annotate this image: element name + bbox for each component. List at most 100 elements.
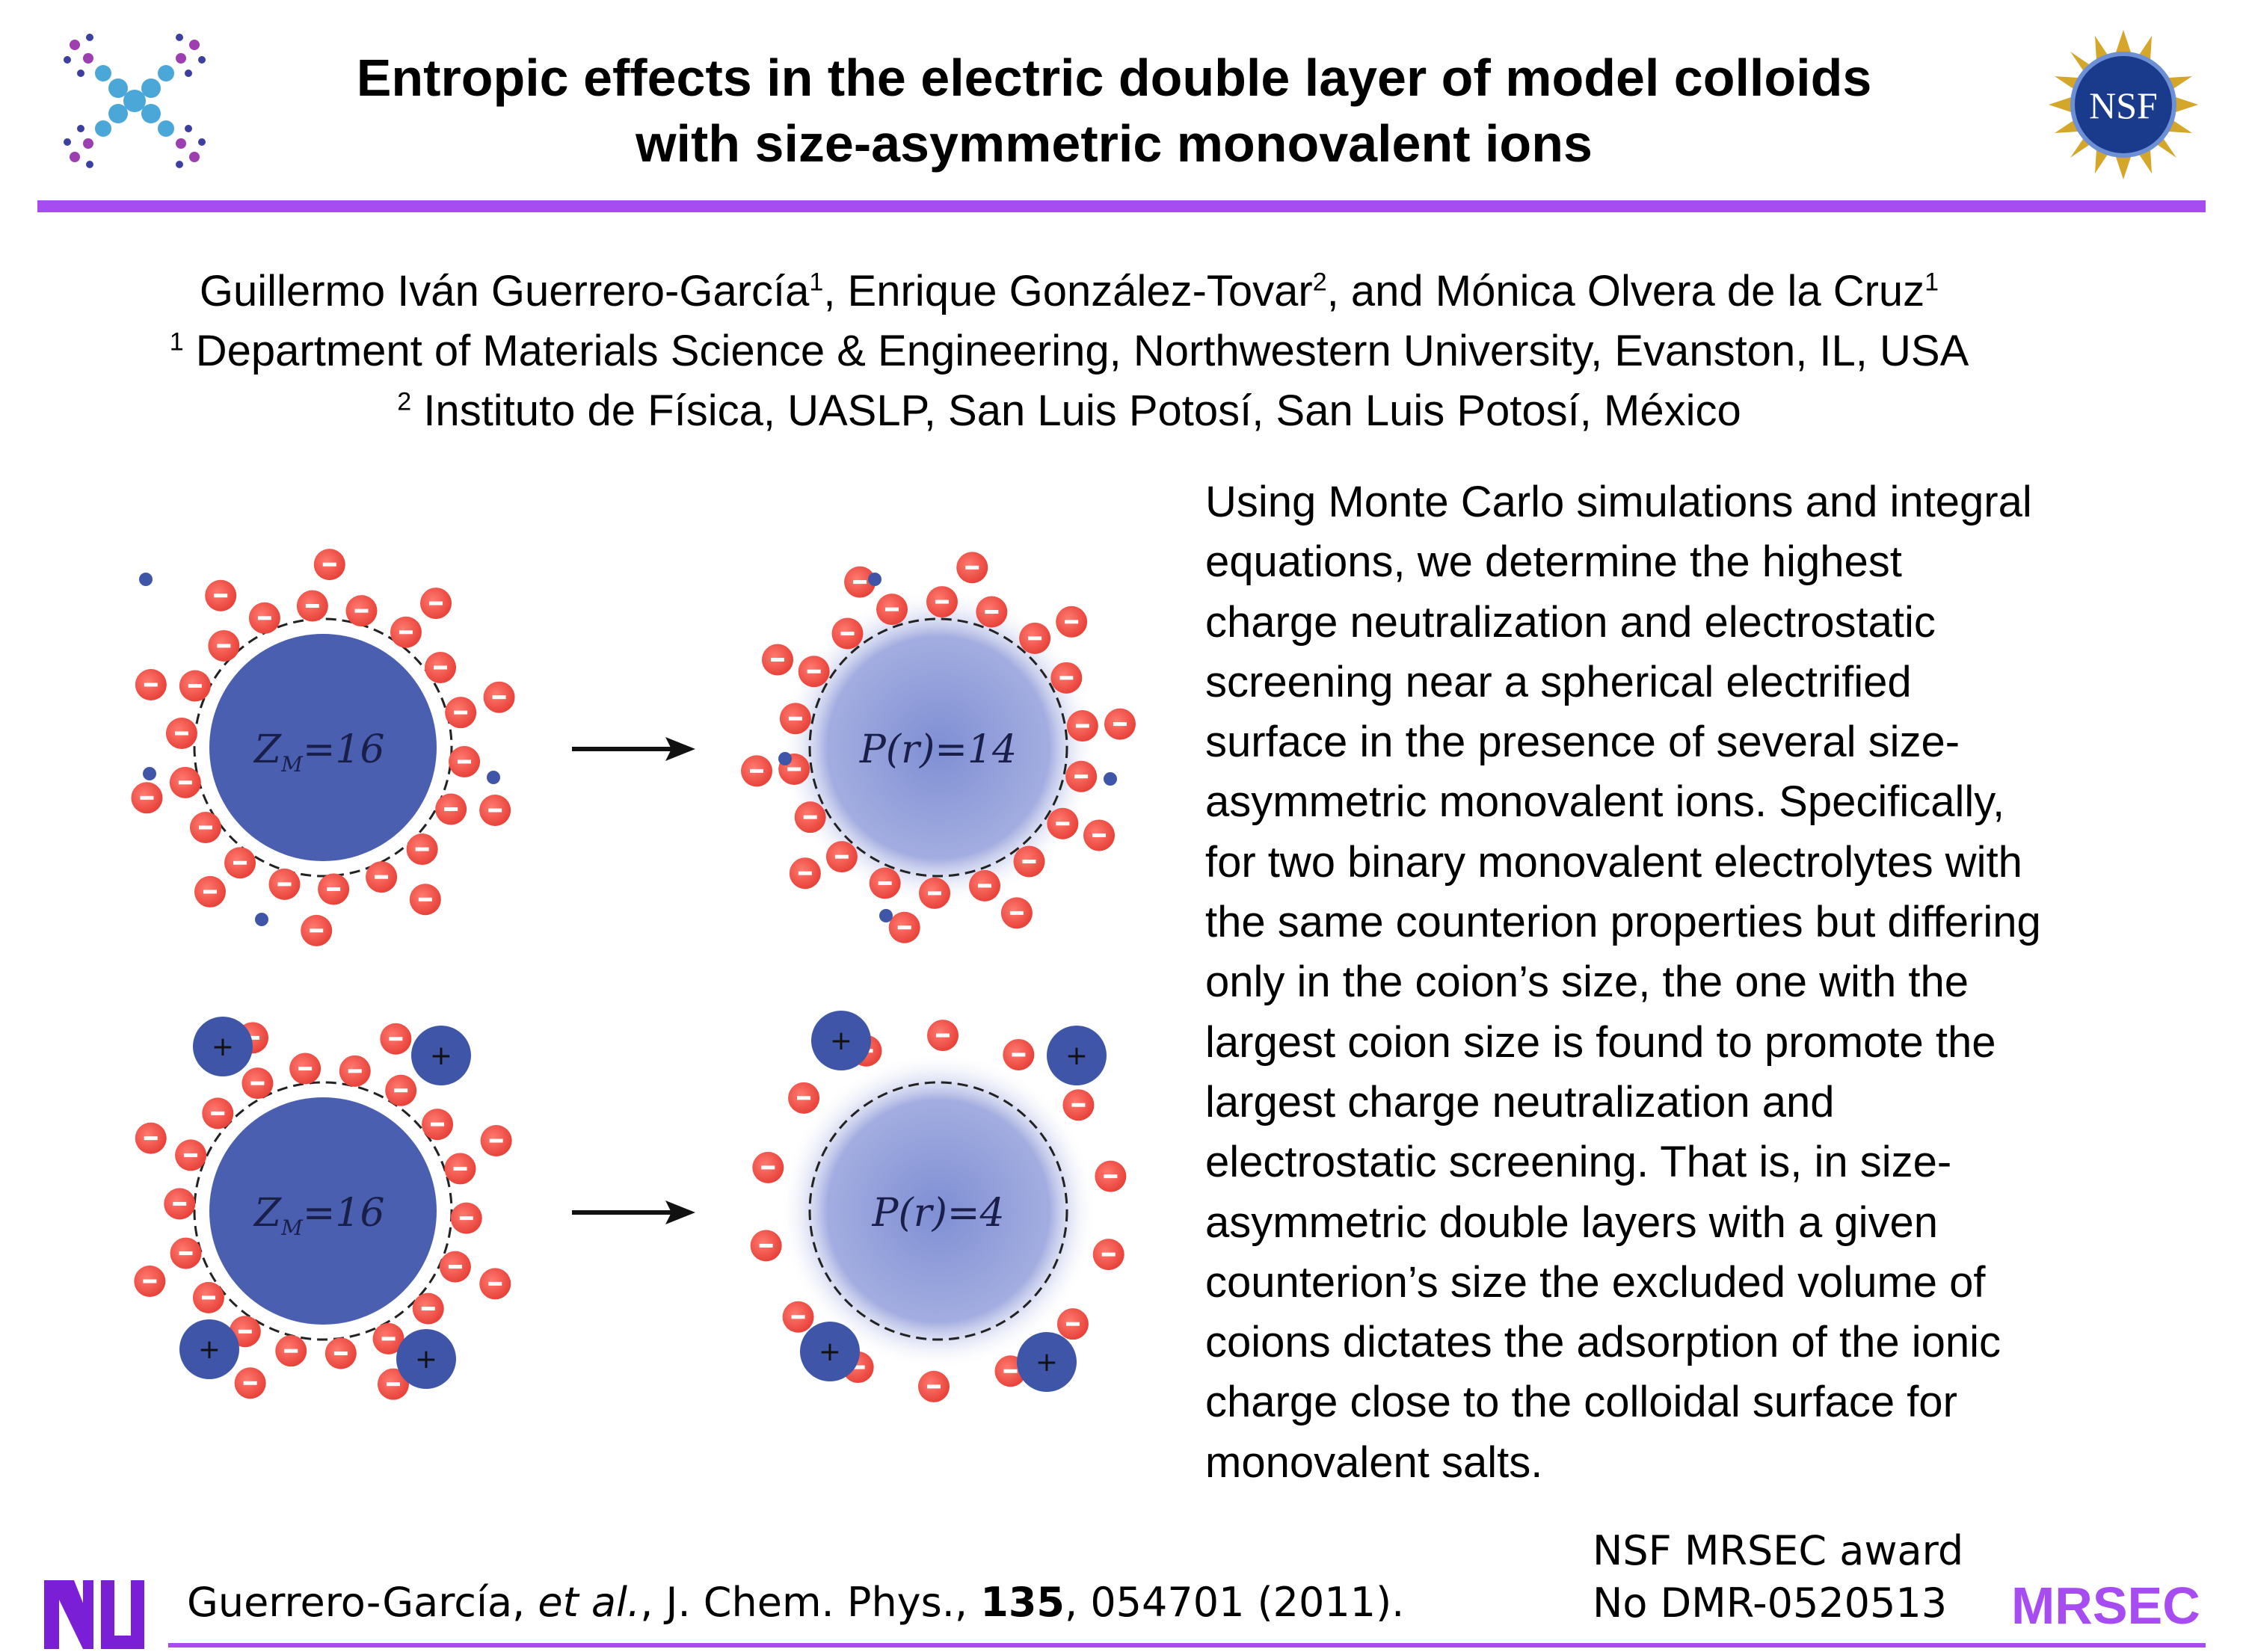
abstract-line: for two binary monovalent electrolytes w…: [1205, 837, 2022, 887]
abstract-line: asymmetric double layers with a given: [1205, 1198, 1938, 1247]
citation: Guerrero-García, et al., J. Chem. Phys.,…: [187, 1579, 1404, 1626]
anion-icon: [876, 594, 908, 626]
anion-icon: [165, 718, 197, 750]
author-name: Guillermo Iván Guerrero-García: [199, 267, 810, 315]
abstract-line: Using Monte Carlo simulations and integr…: [1205, 478, 2032, 526]
large-cation-icon: +: [800, 1322, 860, 1381]
affiliation-2: 2 Instituto de Física, UASLP, San Luis P…: [0, 381, 2138, 441]
anion-icon: [435, 793, 467, 825]
abstract-line: screening near a spherical electrified: [1205, 657, 1912, 706]
abstract-line: surface in the presence of several size-: [1205, 718, 1960, 767]
small-cation-icon: [1104, 772, 1117, 786]
large-cation-icon: +: [411, 1026, 471, 1085]
effective-charge-label: P(r)=4: [871, 1191, 1004, 1236]
anion-icon: [202, 1097, 234, 1129]
anion-icon: [169, 766, 201, 798]
large-cation-icon: +: [1047, 1026, 1107, 1085]
anion-icon: [844, 566, 876, 598]
large-cation-icon: +: [1017, 1332, 1077, 1392]
anion-icon: [479, 1268, 511, 1300]
citation-authors: Guerrero-García,: [187, 1579, 538, 1626]
anion-icon: [1000, 897, 1033, 929]
anion-icon: [192, 1281, 224, 1313]
anion-icon: [480, 1125, 512, 1157]
anion-icon: [339, 1055, 371, 1087]
citation-pages-year: , 054701 (2011).: [1064, 1579, 1405, 1626]
anion-icon: [788, 1082, 820, 1114]
anion-icon: [248, 602, 280, 634]
affiliation-text: Instituto de Física, UASLP, San Luis Pot…: [411, 386, 1741, 435]
anion-icon: [179, 670, 211, 702]
anion-icon: [1047, 807, 1079, 839]
anion-icon: [135, 668, 167, 700]
nsf-logo-text: NSF: [2089, 84, 2158, 126]
author-affiliation-mark: 1: [1924, 268, 1939, 297]
anion-icon: [318, 873, 350, 905]
anion-icon: [779, 703, 811, 735]
title-line-2: with size-asymmetric monovalent ions: [636, 114, 1593, 173]
anion-icon: [175, 1139, 207, 1171]
abstract-line: electrostatic screening. That is, in siz…: [1205, 1138, 1952, 1187]
small-cation-icon: [487, 771, 500, 784]
macroion-label: ZM=16: [253, 727, 385, 777]
anion-icon: [483, 681, 515, 713]
abstract-line: charge close to the colloidal surface fo…: [1205, 1378, 1957, 1427]
anion-icon: [301, 914, 333, 946]
anion-icon: [134, 1265, 166, 1297]
author-list: Guillermo Iván Guerrero-García1, Enrique…: [0, 262, 2138, 321]
anion-icon: [385, 1074, 417, 1106]
small-cation-icon: [868, 573, 881, 586]
plus-sign: +: [198, 1334, 221, 1365]
anion-icon: [956, 552, 988, 584]
plus-sign: +: [830, 1026, 852, 1056]
anion-icon: [289, 1052, 321, 1085]
anion-icon: [1095, 1160, 1127, 1192]
effective-charge-halo: [780, 589, 1097, 906]
anion-icon: [1083, 819, 1116, 851]
anion-icon: [296, 590, 328, 622]
anion-icon: [761, 644, 793, 676]
anion-icon: [1065, 760, 1098, 792]
anion-icon: [445, 697, 477, 729]
anion-icon: [194, 875, 226, 907]
anion-icon: [131, 782, 163, 814]
anion-icon: [412, 1292, 444, 1325]
double-layer-figure: ZM=16 P(r)=14 ZM=16 P(r)=4 ++++++++: [131, 549, 1136, 1402]
citation-journal: , J. Chem. Phys.,: [640, 1579, 981, 1626]
anion-icon: [750, 1230, 782, 1262]
anion-icon: [1056, 1308, 1089, 1340]
small-cation-icon: [143, 767, 156, 780]
anion-icon: [345, 595, 378, 627]
anion-icon: [1062, 1089, 1095, 1121]
abstract-line: largest charge neutralization and: [1205, 1077, 1835, 1126]
plus-sign: +: [1036, 1347, 1058, 1378]
award-line: NSF MRSEC award: [1593, 1527, 1964, 1574]
award-info: NSF MRSEC award No DMR-0520513: [1593, 1525, 1963, 1630]
affiliation-mark: 2: [397, 387, 412, 416]
anion-icon: [869, 867, 901, 899]
anion-icon: [969, 869, 1001, 901]
anion-icon: [170, 1237, 202, 1269]
abstract-line: largest coion size is found to promote t…: [1205, 1017, 1996, 1067]
anion-icon: [205, 579, 237, 611]
title-divider: [37, 200, 2206, 212]
affiliation-text: Department of Materials Science & Engine…: [183, 327, 1969, 375]
author-separator: , and: [1326, 267, 1436, 315]
citation-volume: 135: [980, 1579, 1065, 1626]
large-cation-icon: +: [811, 1011, 871, 1070]
anion-icon: [1003, 1038, 1035, 1070]
anion-icon: [741, 755, 773, 787]
anion-icon: [377, 1368, 409, 1400]
anion-icon: [380, 1023, 412, 1055]
abstract-line: coions dictates the adsorption of the io…: [1205, 1318, 2001, 1367]
plus-sign: +: [819, 1337, 841, 1367]
citation-etal: et al.: [538, 1579, 641, 1626]
anion-icon: [752, 1151, 784, 1183]
authors-block: Guillermo Iván Guerrero-García1, Enrique…: [0, 262, 2138, 441]
affiliation-mark: 1: [169, 327, 184, 357]
anion-icon: [444, 1153, 476, 1185]
anion-icon: [450, 1202, 482, 1234]
anion-icon: [324, 1337, 357, 1369]
plus-sign: +: [415, 1344, 437, 1375]
mrsec-label: MRSEC: [2011, 1577, 2200, 1635]
